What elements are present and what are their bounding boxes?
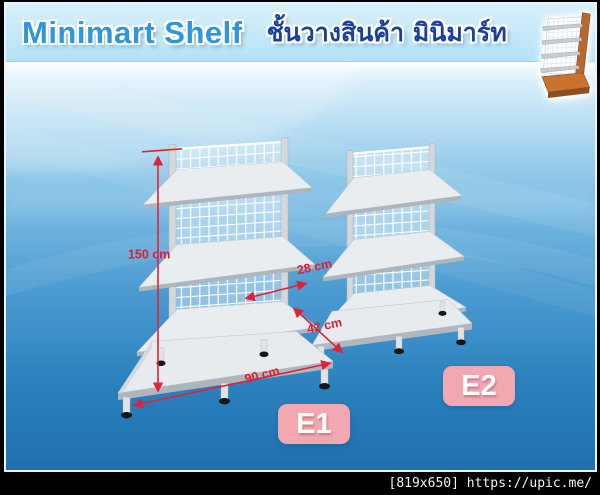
product-label-e2: E2 — [443, 366, 515, 406]
page-title-thai: ชั้นวางสินค้า มินิมาร์ท — [266, 17, 507, 47]
header-banner: Minimart Shelf ชั้นวางสินค้า มินิมาร์ท — [6, 4, 595, 62]
product-label-e1: E1 — [278, 404, 350, 444]
dimension-annotations: 150 cm 28 cm 42 cm 90 cm — [128, 147, 344, 409]
image-caption: [819x650] https://upic.me/ — [388, 476, 593, 491]
shelf-depth-arrow — [244, 280, 308, 302]
shelf-illustration: 150 cm 28 cm 42 cm 90 cm — [6, 62, 595, 419]
page-title-english: Minimart Shelf — [22, 14, 243, 50]
shelf-unit-e2 — [311, 143, 473, 365]
base-depth-arrow — [292, 307, 344, 354]
footer-bar: [819x650] https://upic.me/ — [0, 472, 600, 495]
base-platform — [311, 299, 473, 365]
product-showcase: 150 cm 28 cm 42 cm 90 cm E1 E2 — [6, 62, 595, 470]
width-arrow — [132, 360, 332, 409]
picture-frame: Minimart Shelf ชั้นวางสินค้า มินิมาร์ท — [4, 2, 597, 472]
height-dimension-label: 150 cm — [128, 248, 170, 262]
upright-post — [346, 150, 354, 321]
gondola-shelf-icon — [538, 8, 598, 114]
